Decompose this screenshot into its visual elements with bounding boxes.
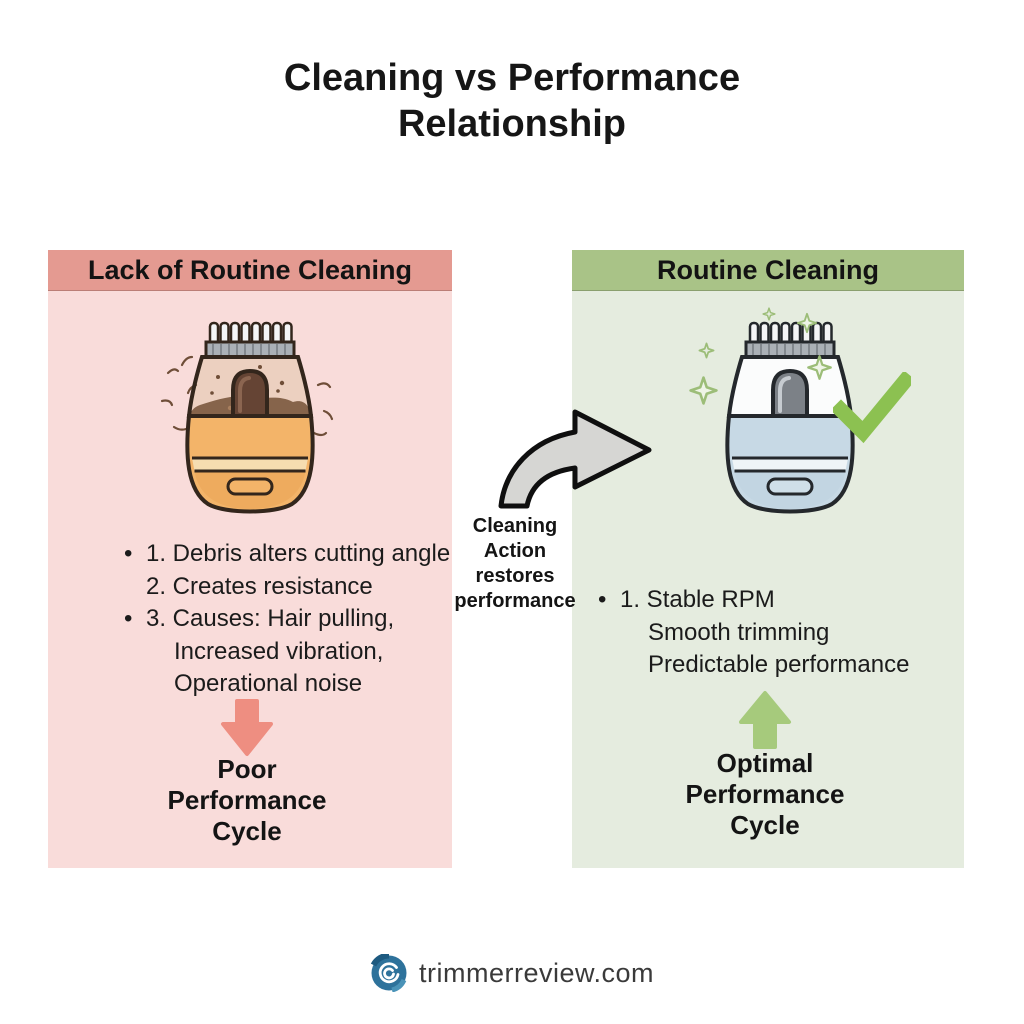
list-item-text: 1. Stable RPM — [620, 586, 775, 613]
sparkle-icon — [796, 312, 818, 334]
checkmark-icon — [833, 372, 911, 444]
list-item: • 1. Debris alters cutting angle — [118, 538, 451, 571]
sparkle-icon — [762, 307, 776, 321]
footer: trimmerreview.com — [0, 950, 1024, 996]
optimal-performance-label: Optimal Performance Cycle — [685, 748, 845, 840]
list-item: Predictable performance — [592, 649, 952, 682]
bullet-dot — [118, 636, 146, 669]
sparkle-icon — [698, 342, 715, 359]
panel-header-lack-of-cleaning: Lack of Routine Cleaning — [48, 250, 452, 291]
list-item: • 3. Causes: Hair pulling, — [118, 603, 448, 636]
bullet-dot: • — [124, 540, 133, 567]
poor-performance-label: Poor Performance Cycle — [167, 754, 327, 846]
curved-transition-arrow-icon — [498, 409, 652, 509]
bullet-dot — [592, 617, 620, 650]
site-logo-icon — [370, 954, 407, 992]
bullet-dot: • — [124, 605, 133, 632]
list-item: 2. Creates resistance — [118, 571, 448, 604]
up-arrow-icon — [739, 691, 791, 749]
panel-header-routine-cleaning: Routine Cleaning — [572, 250, 964, 291]
dirty-trimmer-illustration — [160, 321, 334, 514]
list-item-text: 2. Creates resistance — [146, 572, 373, 600]
down-arrow-icon — [221, 699, 273, 756]
bullet-dot: • — [598, 586, 607, 613]
bullet-dot — [118, 668, 146, 701]
list-item-text: Predictable performance — [648, 651, 910, 678]
list-item-text: 3. Causes: Hair pulling, — [146, 605, 395, 632]
transition-label: Cleaning Action restores performance — [454, 515, 576, 612]
sparkle-icon — [689, 376, 718, 405]
lack-of-cleaning-list: • 1. Debris alters cutting angle 2. Create… — [118, 538, 451, 701]
list-item-text: Increased vibration, — [174, 637, 384, 665]
page-title: Cleaning vs Performance Relationship — [283, 57, 741, 146]
bullet-dot — [118, 571, 146, 604]
sparkle-icon — [807, 355, 832, 380]
panel-routine-cleaning: Routine Cleaning — [572, 250, 964, 868]
list-item: Smooth trimming — [592, 617, 952, 650]
list-item: • 1. Stable RPM — [592, 584, 952, 617]
list-item: Increased vibration, — [118, 636, 448, 669]
panel-lack-of-cleaning: Lack of Routine Cleaning — [48, 250, 452, 868]
list-item-text: Smooth trimming — [648, 618, 830, 646]
list-item-text: 1. Debris alters cutting angle — [146, 540, 451, 567]
list-item-text: Operational noise — [174, 670, 363, 697]
bullet-dot — [592, 649, 620, 682]
list-item: Operational noise — [118, 668, 448, 701]
site-name: trimmerreview.com — [418, 957, 655, 988]
